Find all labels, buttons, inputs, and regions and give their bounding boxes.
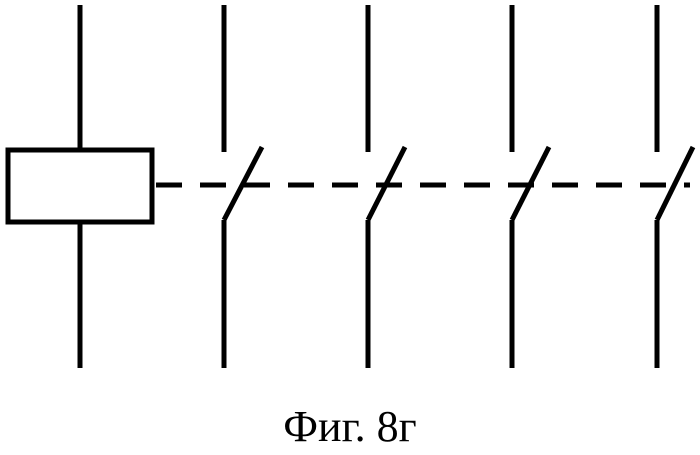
figure-caption: Фиг. 8г (0, 402, 700, 452)
coil-rectangle (8, 150, 152, 222)
relay-coil (8, 5, 152, 368)
